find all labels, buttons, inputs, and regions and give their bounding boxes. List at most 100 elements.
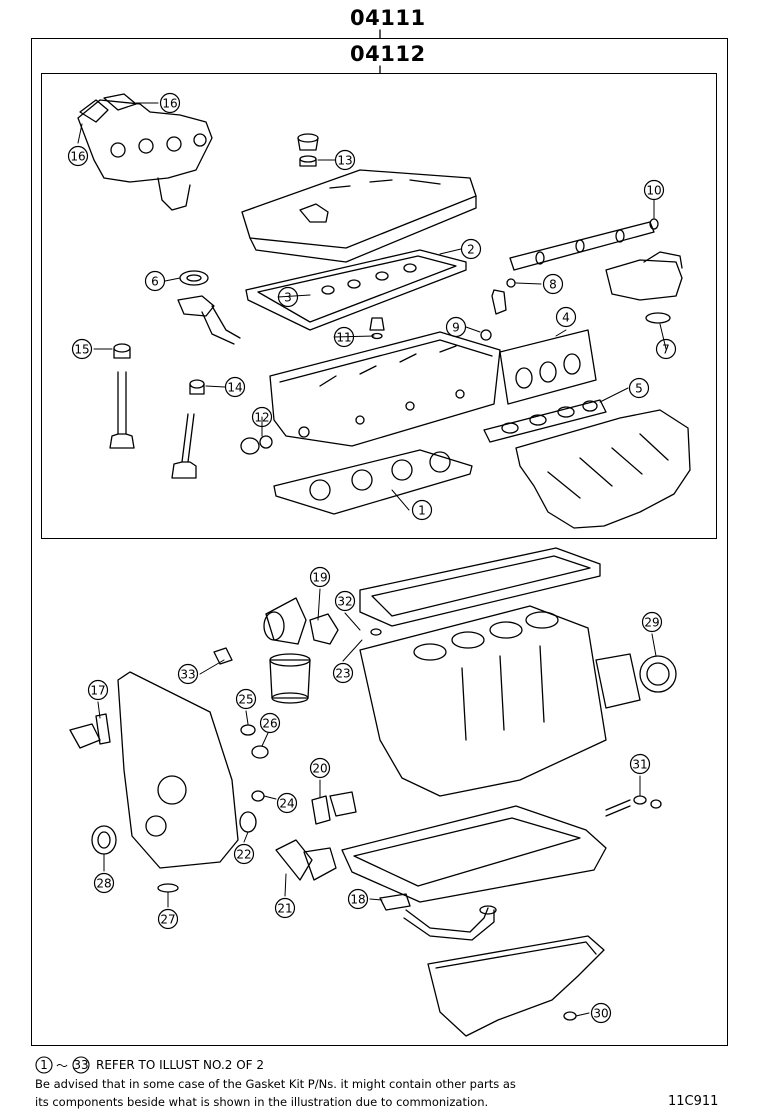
inner-part-number: 04112 <box>350 42 426 66</box>
svg-text:1: 1 <box>40 1058 48 1072</box>
intake-valve <box>171 379 273 479</box>
outer-part-number: 04111 <box>350 6 426 30</box>
callout-10: 10 <box>643 179 665 201</box>
svg-text:32: 32 <box>337 595 352 609</box>
svg-text:4: 4 <box>562 311 570 325</box>
callout-9: 9 <box>445 316 467 338</box>
svg-text:11: 11 <box>336 331 351 345</box>
callout-32: 32 <box>334 590 356 612</box>
callout-13: 13 <box>334 149 356 171</box>
callout-3: 3 <box>277 286 299 308</box>
cylinder-head-gasket <box>273 449 473 515</box>
footer-range-text: REFER TO ILLUST NO.2 OF 2 <box>96 1058 264 1072</box>
svg-text:20: 20 <box>312 762 327 776</box>
callout-28: 28 <box>93 872 115 894</box>
oil-filler-cap <box>297 133 319 167</box>
svg-text:7: 7 <box>662 343 670 357</box>
callout-24: 24 <box>276 792 298 814</box>
svg-text:3: 3 <box>284 291 292 305</box>
svg-text:18: 18 <box>350 893 365 907</box>
callout-30: 30 <box>590 1002 612 1024</box>
callout-26: 26 <box>259 712 281 734</box>
footer-advisory-line-1: Be advised that in some case of the Gask… <box>35 1077 516 1091</box>
rear-oil-seal <box>595 653 677 709</box>
svg-text:25: 25 <box>238 693 253 707</box>
oil-pan-upper <box>341 805 607 903</box>
svg-text:33: 33 <box>73 1058 88 1072</box>
svg-text:29: 29 <box>644 616 659 630</box>
callout-20: 20 <box>309 757 331 779</box>
svg-text:28: 28 <box>96 877 111 891</box>
oil-pan-lower <box>427 935 605 1037</box>
water-outlet-housing <box>605 251 683 324</box>
callout-12: 12 <box>251 406 273 428</box>
svg-text:33: 33 <box>180 668 195 682</box>
callout-25: 25 <box>235 688 257 710</box>
drain-bolt <box>605 795 662 817</box>
svg-text:15: 15 <box>74 343 89 357</box>
svg-text:5: 5 <box>635 382 643 396</box>
head-cover-gasket <box>245 249 467 331</box>
camshaft <box>509 218 659 271</box>
svg-text:23: 23 <box>335 667 350 681</box>
water-inlet-parts <box>275 791 357 881</box>
svg-text:6: 6 <box>151 275 159 289</box>
oil-filter <box>269 653 311 704</box>
svg-text:～: ～ <box>56 1059 68 1073</box>
svg-text:2: 2 <box>467 243 475 257</box>
footer-range-callouts: 1 ～ 33 <box>35 1056 90 1074</box>
callout-19: 19 <box>309 566 331 588</box>
callout-16-left: 16 <box>67 145 89 167</box>
callout-leaders <box>77 102 667 1017</box>
plug <box>369 317 385 340</box>
callout-17: 17 <box>87 679 109 701</box>
svg-text:17: 17 <box>90 684 105 698</box>
cylinder-block <box>359 605 607 797</box>
callout-6: 6 <box>144 270 166 292</box>
callout-15: 15 <box>71 338 93 360</box>
callout-27: 27 <box>157 908 179 930</box>
callout-23: 23 <box>332 662 354 684</box>
o-rings <box>91 628 382 893</box>
intake-manifold-gasket <box>483 399 607 443</box>
svg-text:30: 30 <box>593 1007 608 1021</box>
intake-manifold <box>515 409 691 529</box>
svg-text:16: 16 <box>70 150 85 164</box>
outer-frame <box>31 38 728 1046</box>
callout-33: 33 <box>177 663 199 685</box>
valve-stem-seal-and-valve <box>109 343 135 449</box>
svg-text:1: 1 <box>418 504 426 518</box>
inner-frame <box>41 73 717 539</box>
callout-1: 1 <box>411 499 433 521</box>
svg-text:8: 8 <box>549 278 557 292</box>
svg-text:27: 27 <box>160 913 175 927</box>
svg-text:24: 24 <box>279 797 294 811</box>
cylinder-head-cover <box>241 169 477 263</box>
svg-text:13: 13 <box>337 154 352 168</box>
svg-text:12: 12 <box>254 411 269 425</box>
callout-31: 31 <box>629 753 651 775</box>
water-pump <box>263 597 339 645</box>
callout-4: 4 <box>555 306 577 328</box>
svg-text:31: 31 <box>632 758 647 772</box>
callout-16-top: 16 <box>159 92 181 114</box>
oil-strainer <box>379 893 497 941</box>
svg-text:26: 26 <box>262 717 277 731</box>
callout-7: 7 <box>655 338 677 360</box>
callout-21: 21 <box>274 897 296 919</box>
callout-5: 5 <box>628 377 650 399</box>
timing-chain-cover <box>69 671 239 869</box>
callout-14: 14 <box>224 376 246 398</box>
svg-text:10: 10 <box>646 184 661 198</box>
illustration-code: 11C911 <box>668 1094 719 1109</box>
injector-parts <box>480 278 516 341</box>
svg-text:21: 21 <box>277 902 292 916</box>
callout-18: 18 <box>347 888 369 910</box>
svg-text:16: 16 <box>162 97 177 111</box>
callouts: 1 2 3 4 5 6 7 8 9 10 11 12 13 14 15 16 1… <box>67 92 677 1024</box>
callout-11: 11 <box>333 326 355 348</box>
svg-text:19: 19 <box>312 571 327 585</box>
svg-text:14: 14 <box>227 381 242 395</box>
sensor <box>213 647 233 665</box>
